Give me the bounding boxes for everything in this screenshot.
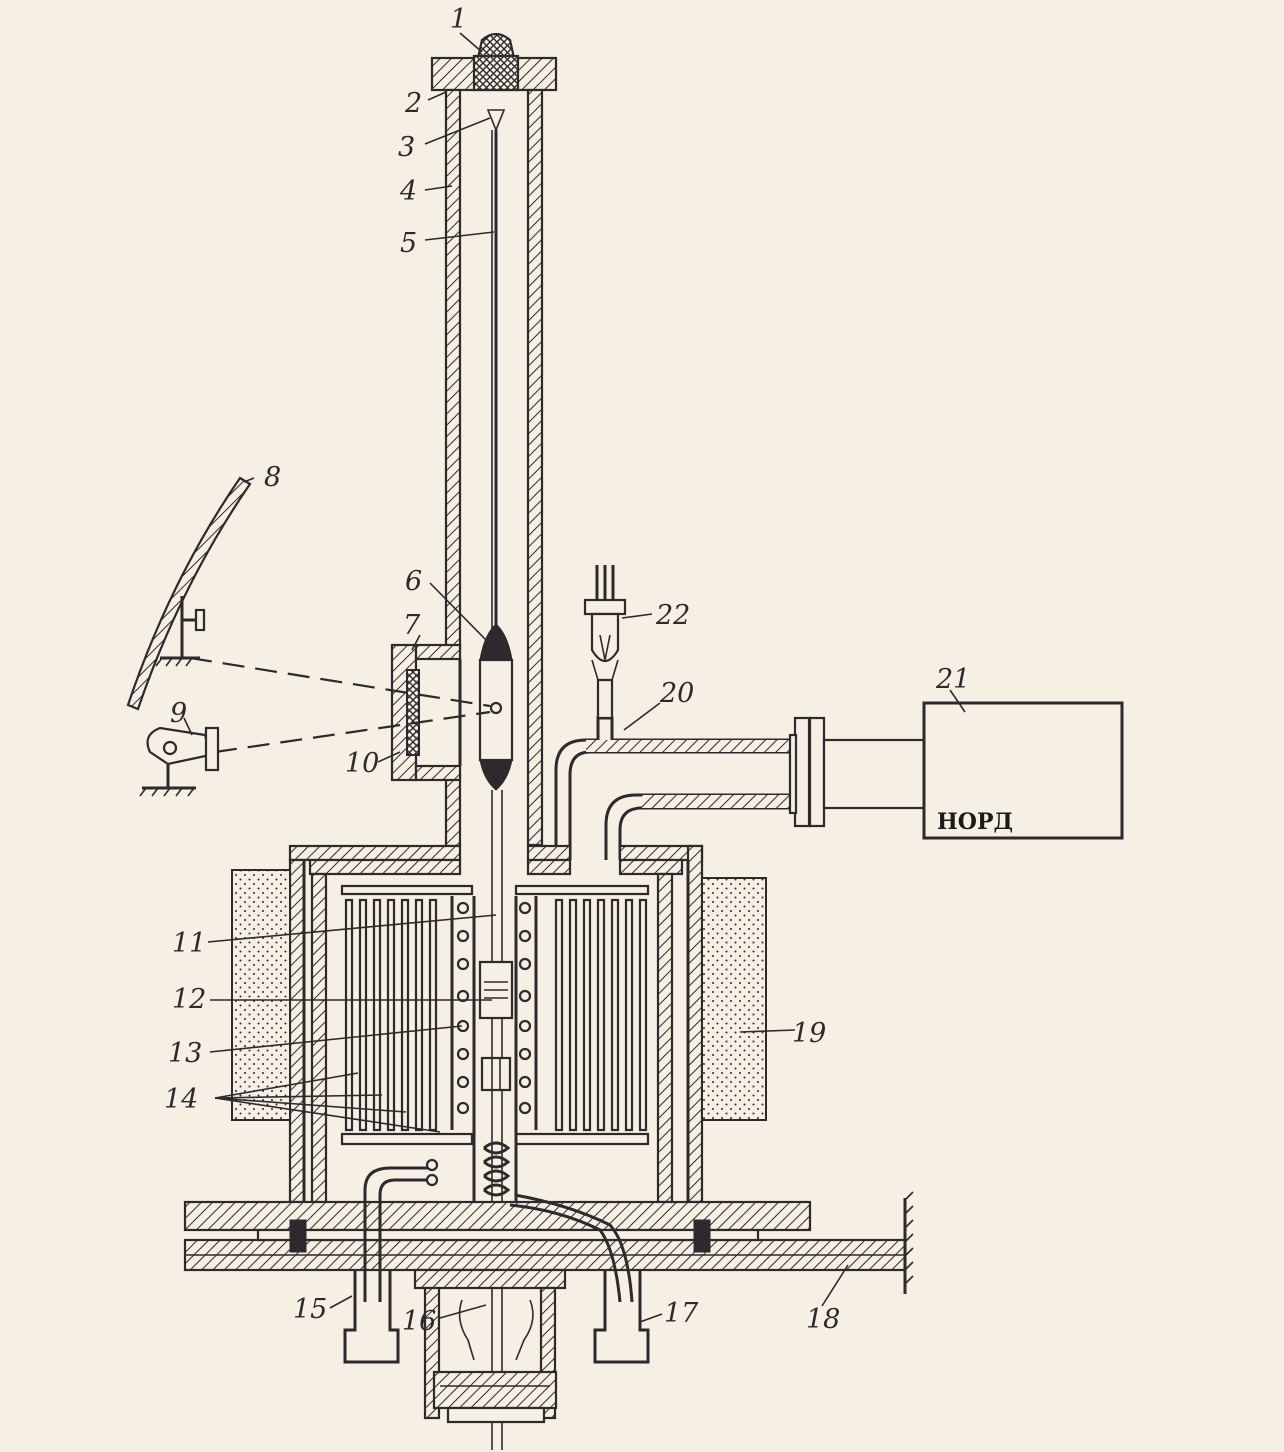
pump-box bbox=[922, 701, 1124, 840]
label-15: 15 bbox=[293, 1294, 327, 1325]
label-4: 4 bbox=[399, 176, 417, 207]
label-1: 1 bbox=[450, 4, 467, 35]
leader-lines bbox=[183, 32, 966, 1323]
base-plates bbox=[183, 1158, 914, 1303]
label-19: 19 bbox=[792, 1018, 826, 1049]
heater-coil bbox=[450, 896, 538, 1130]
sensor-body bbox=[478, 623, 514, 1450]
label-9: 9 bbox=[170, 698, 187, 729]
vertical-tube bbox=[444, 88, 544, 848]
heat-shields bbox=[340, 884, 650, 1146]
label-12: 12 bbox=[172, 984, 206, 1015]
label-7: 7 bbox=[403, 610, 421, 641]
crucible bbox=[472, 896, 518, 1250]
label-2: 2 bbox=[404, 88, 422, 119]
label-14: 14 bbox=[164, 1084, 198, 1115]
optical-beams bbox=[189, 656, 491, 754]
label-11: 11 bbox=[172, 928, 206, 959]
label-18: 18 bbox=[806, 1304, 840, 1335]
label-22: 22 bbox=[655, 600, 690, 631]
label-8: 8 bbox=[264, 462, 281, 493]
side-pipe bbox=[554, 716, 926, 860]
label-13: 13 bbox=[168, 1038, 202, 1069]
vacuum-gauge bbox=[583, 565, 627, 720]
observation-window bbox=[390, 643, 462, 782]
label-3: 3 bbox=[398, 132, 415, 163]
lamp bbox=[139, 726, 220, 797]
label-20: 20 bbox=[659, 678, 694, 709]
furnace-housing bbox=[231, 844, 767, 1204]
scale bbox=[126, 476, 252, 711]
label-21: 21 bbox=[935, 664, 970, 695]
label-17: 17 bbox=[664, 1298, 699, 1329]
label-16: 16 bbox=[402, 1306, 436, 1337]
pump-label: НОРД bbox=[937, 809, 1013, 835]
label-6: 6 bbox=[405, 566, 422, 597]
part-labels: 1 2 3 4 5 6 7 8 9 10 11 12 13 14 15 16 1… bbox=[164, 4, 1013, 1337]
top-cap bbox=[430, 32, 558, 92]
label-5: 5 bbox=[400, 228, 417, 259]
label-10: 10 bbox=[345, 748, 379, 779]
bottom-fittings bbox=[343, 1268, 650, 1424]
suspension-filament bbox=[486, 109, 506, 630]
